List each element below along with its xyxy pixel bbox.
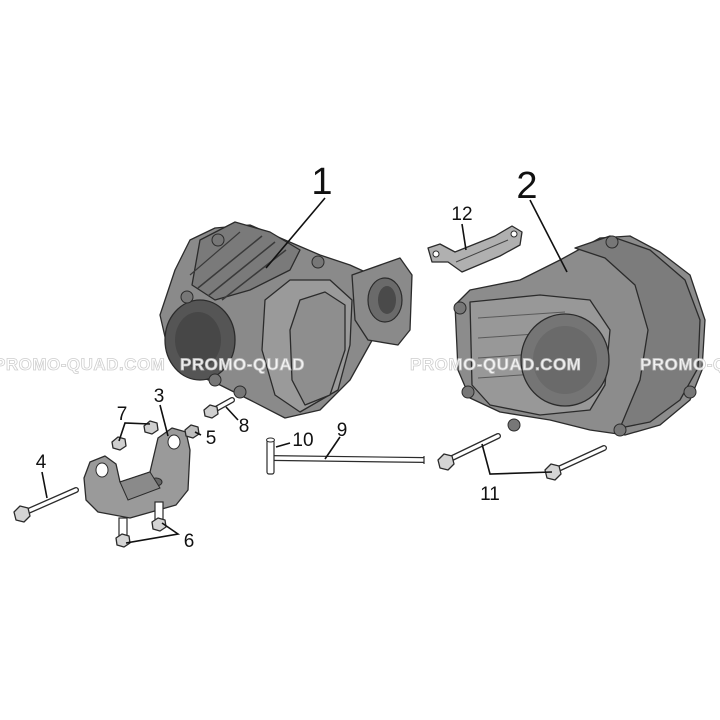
callout-8: 8: [239, 416, 250, 437]
nut-7: [111, 420, 159, 451]
bolt-4: [13, 487, 79, 523]
callout-5: 5: [206, 428, 217, 449]
callout-2: 2: [516, 165, 537, 207]
leader-line-3: [159, 404, 169, 437]
watermark-band: PROMO-QUAD.COM PROMO-QUAD PROMO-QUAD.COM…: [0, 355, 720, 375]
nut-5: [184, 424, 200, 439]
mounting-bracket-3: [83, 427, 191, 519]
watermark-text-middle: PROMO-QUAD: [180, 355, 305, 374]
leader-line-7: [118, 422, 151, 442]
bolt-8: [203, 397, 235, 419]
callout-10: 10: [292, 430, 313, 451]
callout-7: 7: [117, 404, 128, 425]
bracket-12: [427, 225, 523, 273]
leader-line-2: [529, 199, 568, 273]
leader-lines: [41, 197, 568, 544]
bolt-6: [115, 501, 167, 548]
leader-line-5: [194, 431, 202, 436]
pin-10: [266, 437, 275, 475]
leader-line-11: [481, 443, 553, 475]
leader-line-1: [265, 197, 326, 269]
callout-4: 4: [36, 452, 47, 473]
leader-line-12: [461, 223, 467, 251]
front-differential-housing: [159, 221, 413, 419]
callout-12: 12: [451, 204, 472, 225]
shaft-9: [269, 455, 425, 464]
bolt-11: [437, 433, 607, 481]
callout-11: 11: [480, 484, 500, 505]
callout-3: 3: [154, 386, 165, 407]
leader-line-8: [225, 406, 239, 421]
watermark-text-left: PROMO-QUAD.COM: [0, 355, 165, 374]
watermark-text-edge: PROMO-Q: [640, 355, 720, 374]
callout-9: 9: [337, 420, 348, 441]
leader-line-9: [324, 436, 341, 460]
callout-6: 6: [184, 531, 195, 552]
callout-1: 1: [311, 161, 332, 203]
watermark-text-right: PROMO-QUAD.COM: [410, 355, 581, 374]
leader-line-10: [275, 442, 291, 448]
leader-line-4: [41, 471, 48, 499]
callout-labels: 1 2 3 4 5 6 7 8 9 10 11 12: [36, 161, 538, 552]
rear-differential-housing: [453, 235, 706, 437]
leader-line-6: [125, 522, 181, 544]
